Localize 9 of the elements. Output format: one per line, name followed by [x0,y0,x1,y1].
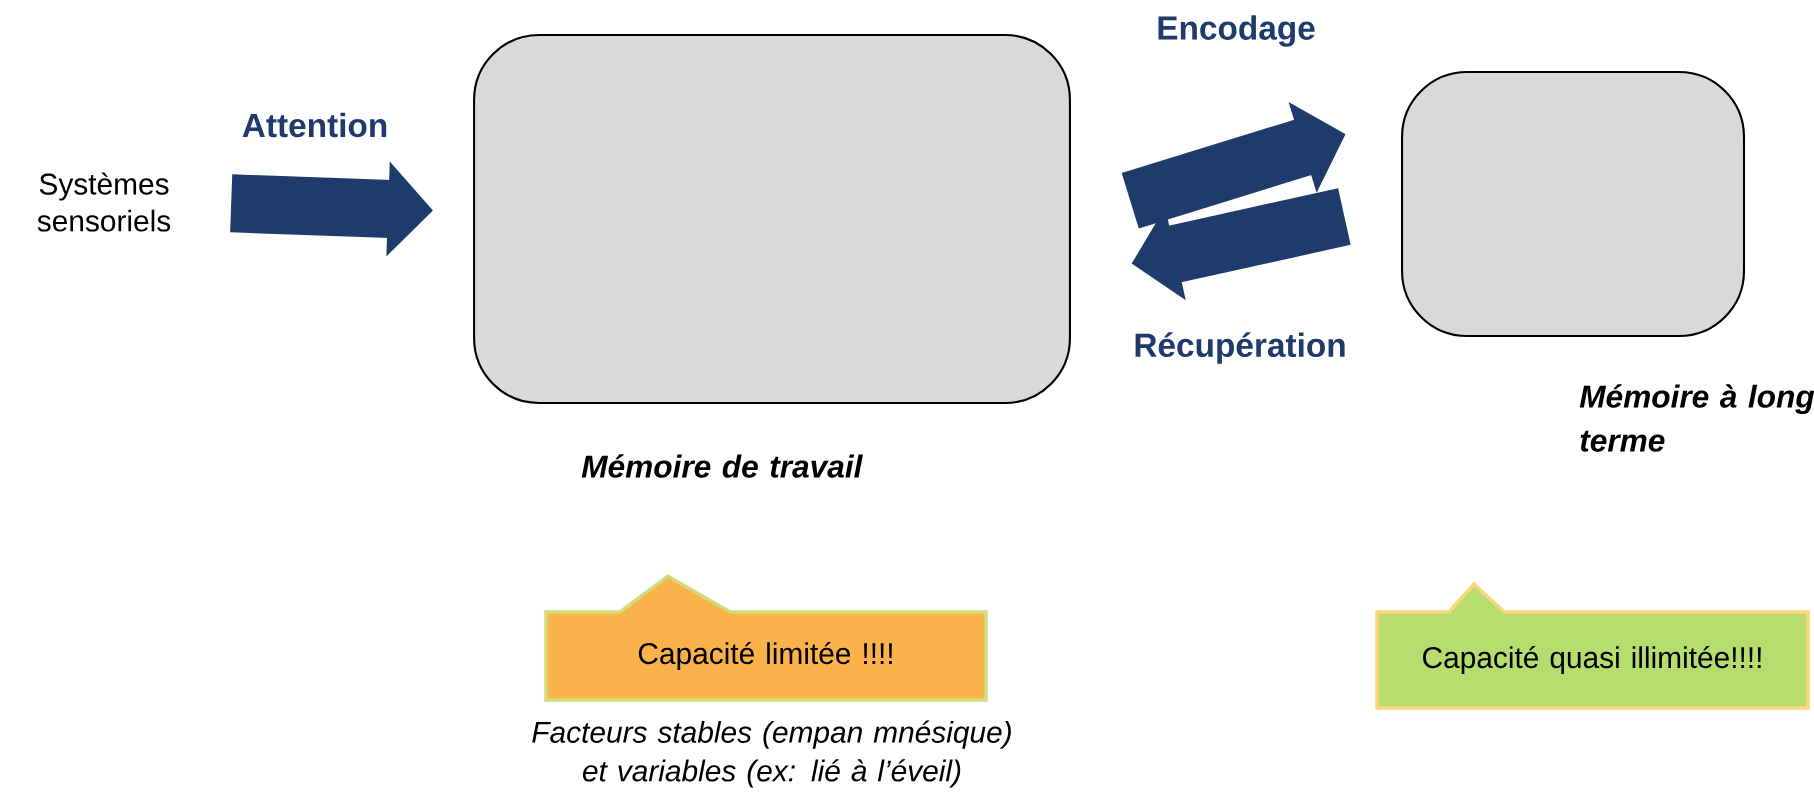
arrow-label: Encodage [1158,15,1315,47]
callout-box: Capacité limitée !!!! [544,573,988,702]
callout-box: Capacité quasi illimitée!!!! [1375,581,1810,710]
note-text: Facteurs stables (empan mnésique) et variables (ex: lié à l’éveil) [532,720,1011,788]
memory-title: Mémoire à long terme [1579,384,1814,452]
memory-title: Mémoire de travail [581,454,863,478]
arrow-label: Attention [242,112,387,138]
arrow-label: Récupération [1135,332,1345,364]
sensory-label: Systèmes sensoriels [37,172,171,232]
